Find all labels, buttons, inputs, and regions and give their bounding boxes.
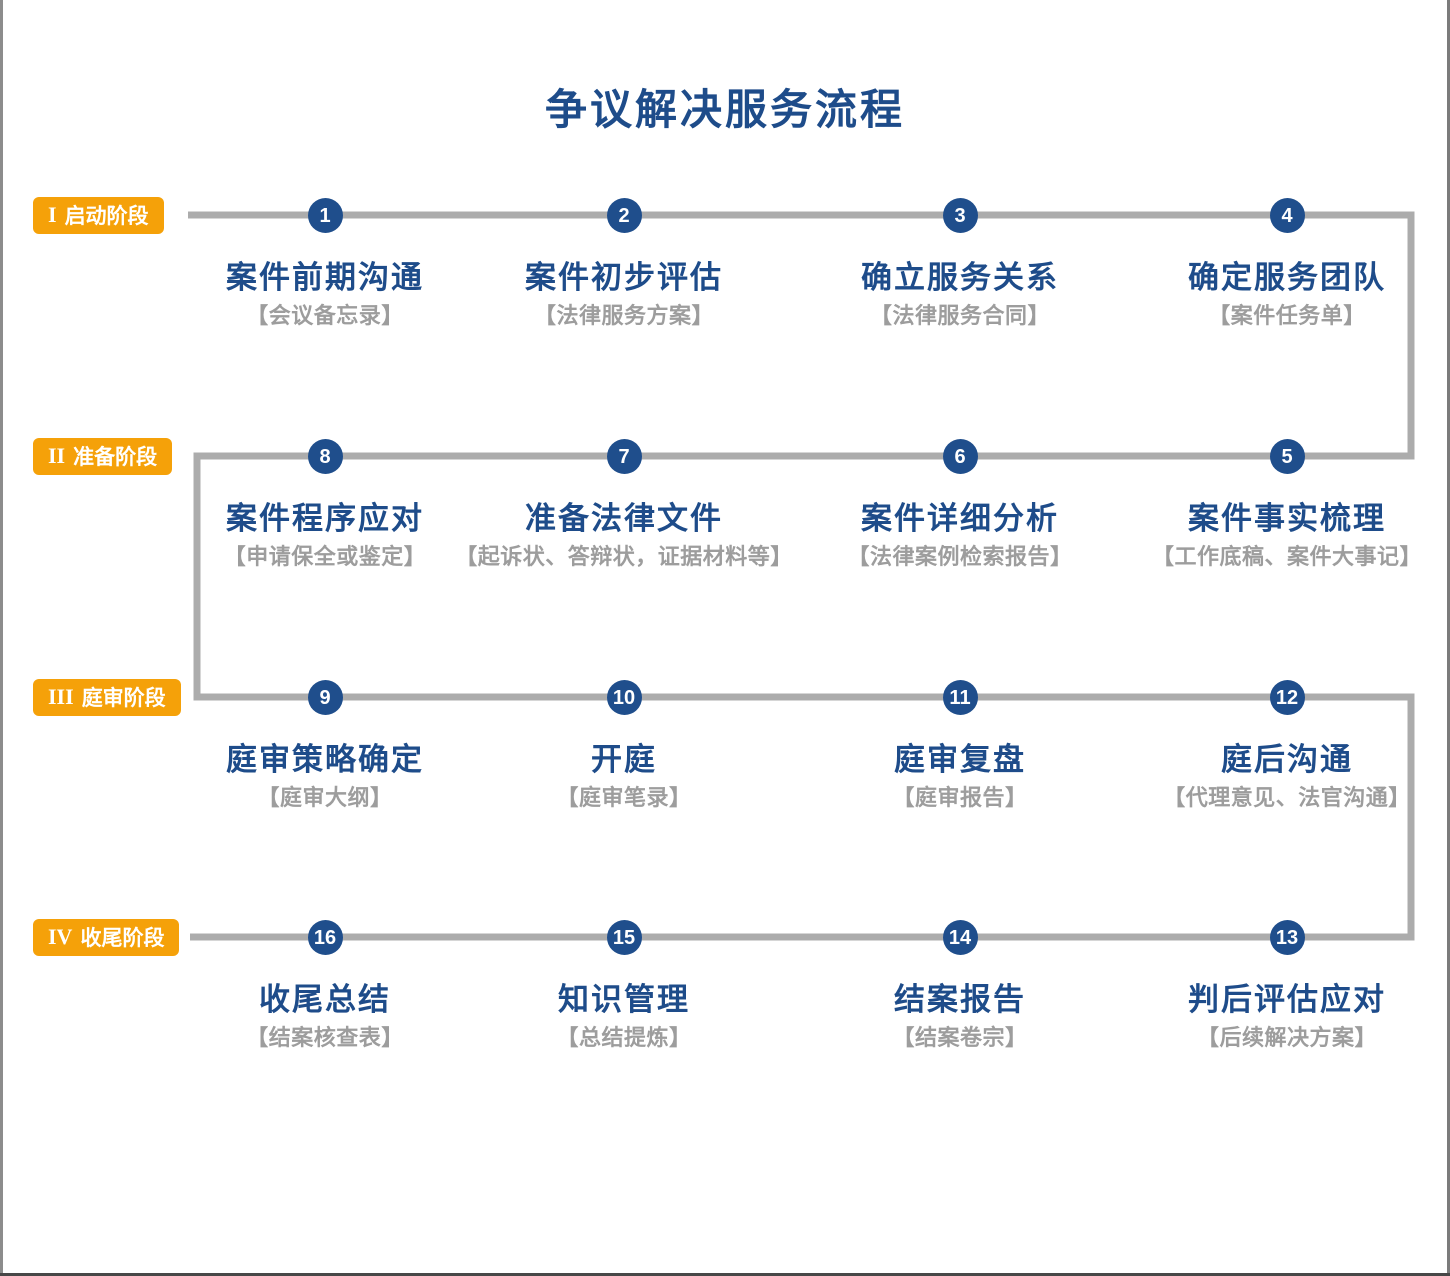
step-title: 确定服务团队 — [1188, 260, 1386, 295]
step-title: 判后评估应对 — [1188, 982, 1386, 1017]
step-title: 知识管理 — [558, 982, 690, 1017]
step-deliverable: 【起诉状、答辩状，证据材料等】 — [455, 544, 793, 569]
step-number-circle: 14 — [942, 920, 978, 955]
phase-badge-4: IV 收尾阶段 — [33, 919, 180, 956]
step-title: 确立服务关系 — [861, 260, 1059, 295]
window-border-bottom — [0, 1273, 1450, 1276]
step-number-circle: 1 — [307, 198, 343, 233]
step-11: 11 庭审复盘 【庭审报告】 — [775, 680, 1145, 815]
step-number-circle: 11 — [942, 680, 978, 715]
step-7: 7 准备法律文件 【起诉状、答辩状，证据材料等】 — [439, 439, 809, 574]
step-deliverable: 【庭审大纲】 — [257, 785, 393, 810]
step-deliverable: 【案件任务单】 — [1208, 303, 1366, 328]
step-title: 庭审策略确定 — [226, 742, 424, 777]
phase-roman-numeral: III — [48, 683, 74, 709]
step-title: 案件程序应对 — [226, 501, 424, 536]
phase-roman-numeral: IV — [48, 923, 73, 949]
window-border-left — [0, 0, 3, 1276]
step-deliverable: 【结案核查表】 — [246, 1025, 404, 1050]
step-deliverable: 【庭审报告】 — [892, 785, 1028, 810]
step-deliverable: 【法律服务方案】 — [533, 303, 714, 328]
step-title: 庭审复盘 — [894, 742, 1026, 777]
phase-roman-numeral: II — [48, 442, 66, 468]
phase-badge-1: I 启动阶段 — [33, 197, 164, 234]
step-number-circle: 16 — [307, 920, 343, 955]
step-title: 案件详细分析 — [861, 501, 1059, 536]
step-title: 案件前期沟通 — [226, 260, 424, 295]
step-deliverable: 【法律服务合同】 — [869, 303, 1050, 328]
phase-name: 准备阶段 — [73, 445, 158, 469]
step-6: 6 案件详细分析 【法律案例检索报告】 — [775, 439, 1145, 574]
step-9: 9 庭审策略确定 【庭审大纲】 — [140, 680, 510, 815]
step-title: 结案报告 — [894, 982, 1026, 1017]
phase-name: 庭审阶段 — [81, 686, 166, 710]
step-number-circle: 2 — [606, 198, 642, 233]
step-13: 13 判后评估应对 【后续解决方案】 — [1102, 920, 1450, 1055]
step-title: 案件事实梳理 — [1188, 501, 1386, 536]
phase-badge-2: II 准备阶段 — [33, 438, 173, 475]
step-number-circle: 10 — [606, 680, 642, 715]
phase-badge-3: III 庭审阶段 — [33, 679, 181, 716]
step-deliverable: 【后续解决方案】 — [1196, 1025, 1377, 1050]
step-number-circle: 4 — [1269, 198, 1305, 233]
step-3: 3 确立服务关系 【法律服务合同】 — [775, 198, 1145, 333]
step-deliverable: 【申请保全或鉴定】 — [223, 544, 427, 569]
step-12: 12 庭后沟通 【代理意见、法官沟通】 — [1102, 680, 1450, 815]
step-title: 案件初步评估 — [525, 260, 723, 295]
step-deliverable: 【代理意见、法官沟通】 — [1163, 785, 1411, 810]
step-number-circle: 7 — [606, 439, 642, 474]
step-deliverable: 【会议备忘录】 — [246, 303, 404, 328]
step-number-circle: 3 — [942, 198, 978, 233]
step-4: 4 确定服务团队 【案件任务单】 — [1102, 198, 1450, 333]
step-10: 10 开庭 【庭审笔录】 — [439, 680, 809, 815]
step-16: 16 收尾总结 【结案核查表】 — [140, 920, 510, 1055]
phase-roman-numeral: I — [48, 201, 57, 227]
step-title: 开庭 — [591, 742, 657, 777]
phase-name: 启动阶段 — [64, 204, 149, 228]
step-deliverable: 【工作底稿、案件大事记】 — [1151, 544, 1422, 569]
step-14: 14 结案报告 【结案卷宗】 — [775, 920, 1145, 1055]
phase-name: 收尾阶段 — [80, 926, 165, 950]
step-2: 2 案件初步评估 【法律服务方案】 — [439, 198, 809, 333]
step-deliverable: 【总结提炼】 — [556, 1025, 692, 1050]
step-number-circle: 6 — [942, 439, 978, 474]
step-5: 5 案件事实梳理 【工作底稿、案件大事记】 — [1102, 439, 1450, 574]
step-title: 收尾总结 — [259, 982, 391, 1017]
step-deliverable: 【法律案例检索报告】 — [847, 544, 1073, 569]
step-title: 庭后沟通 — [1221, 742, 1353, 777]
page-title: 争议解决服务流程 — [544, 86, 905, 133]
step-number-circle: 5 — [1269, 439, 1305, 474]
step-number-circle: 13 — [1269, 920, 1305, 955]
step-15: 15 知识管理 【总结提炼】 — [439, 920, 809, 1055]
step-number-circle: 12 — [1269, 680, 1305, 715]
step-deliverable: 【庭审笔录】 — [556, 785, 692, 810]
step-number-circle: 15 — [606, 920, 642, 955]
step-8: 8 案件程序应对 【申请保全或鉴定】 — [140, 439, 510, 574]
window-border-right — [1447, 0, 1450, 1276]
step-number-circle: 9 — [307, 680, 343, 715]
step-number-circle: 8 — [307, 439, 343, 474]
step-deliverable: 【结案卷宗】 — [892, 1025, 1028, 1050]
step-title: 准备法律文件 — [525, 501, 723, 536]
step-1: 1 案件前期沟通 【会议备忘录】 — [140, 198, 510, 333]
